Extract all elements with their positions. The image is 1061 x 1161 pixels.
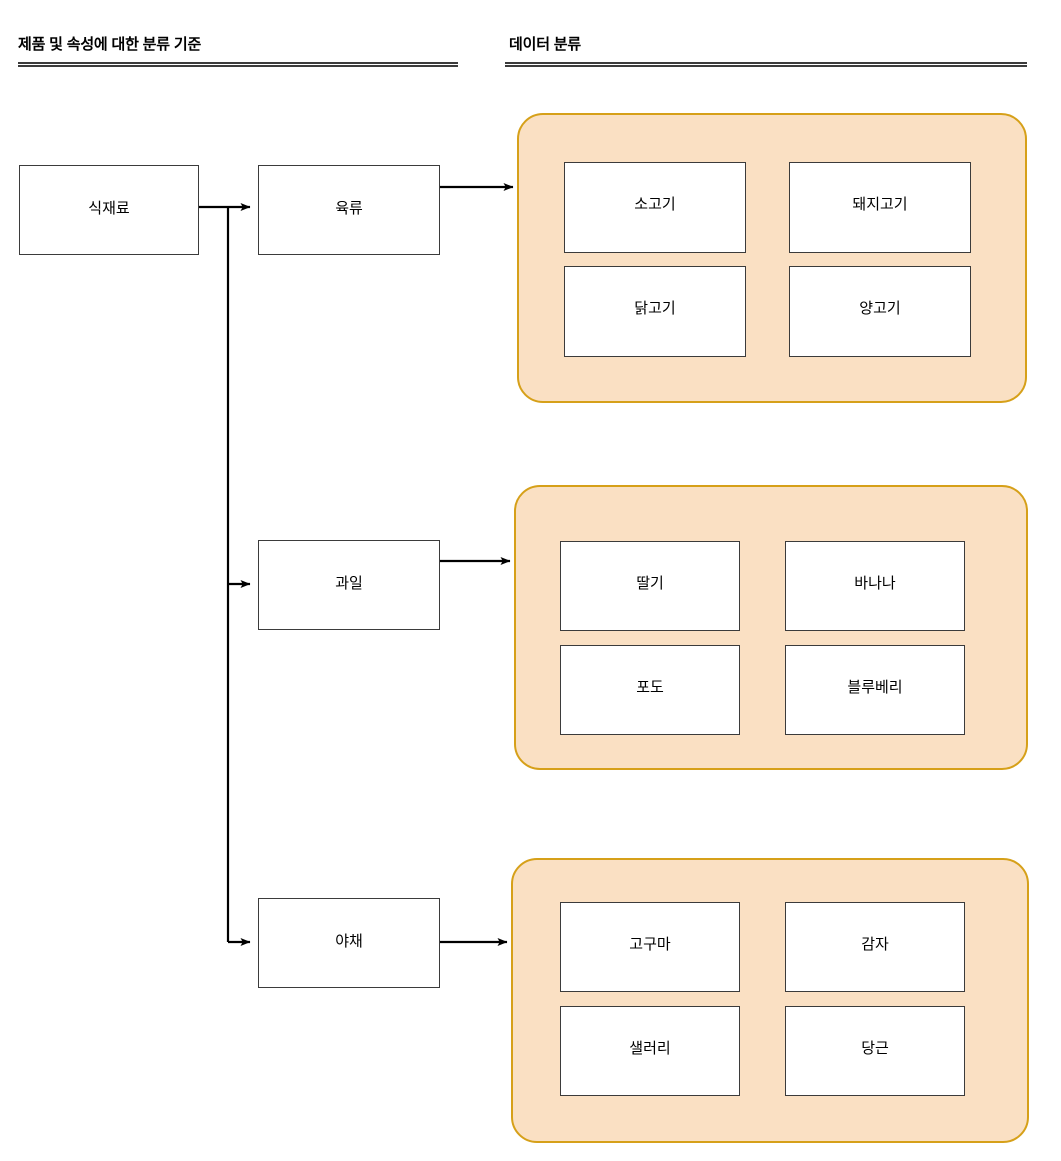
column-header-left-divider — [18, 62, 458, 67]
leaf-beef[interactable]: 소고기 — [564, 162, 746, 253]
leaf-pork-label: 돼지고기 — [852, 196, 908, 213]
column-header-right-divider — [505, 62, 1027, 67]
leaf-carrot[interactable]: 당근 — [785, 1006, 965, 1096]
column-header-data-classification: 데이터 분류 — [509, 36, 581, 53]
leaf-grape-label: 포도 — [636, 678, 664, 696]
leaf-chicken-label: 닭고기 — [634, 300, 676, 317]
node-category-vegetable-label: 야채 — [335, 932, 363, 950]
leaf-lamb-label: 양고기 — [859, 300, 901, 317]
node-category-fruit-label: 과일 — [335, 574, 363, 592]
leaf-celery-label: 샐러리 — [629, 1039, 671, 1057]
leaf-carrot-label: 당근 — [861, 1039, 889, 1057]
group-fruit: 딸기 바나나 포도 블루베리 — [514, 485, 1028, 770]
leaf-grape[interactable]: 포도 — [560, 645, 740, 735]
node-category-fruit[interactable]: 과일 — [258, 540, 440, 630]
leaf-beef-label: 소고기 — [634, 196, 676, 213]
leaf-blueberry-label: 블루베리 — [847, 678, 903, 696]
leaf-banana-label: 바나나 — [854, 574, 896, 592]
leaf-banana[interactable]: 바나나 — [785, 541, 965, 631]
column-header-classification-criteria: 제품 및 속성에 대한 분류 기준 — [18, 36, 202, 53]
node-ingredient[interactable]: 식재료 — [19, 165, 199, 255]
leaf-strawberry-label: 딸기 — [636, 574, 664, 592]
leaf-chicken[interactable]: 닭고기 — [564, 266, 746, 357]
node-ingredient-label: 식재료 — [88, 199, 130, 217]
leaf-sweet-potato-label: 고구마 — [629, 935, 671, 953]
node-category-vegetable[interactable]: 야채 — [258, 898, 440, 988]
node-category-meat[interactable]: 육류 — [258, 165, 440, 255]
leaf-celery[interactable]: 샐러리 — [560, 1006, 740, 1096]
leaf-strawberry[interactable]: 딸기 — [560, 541, 740, 631]
leaf-potato[interactable]: 감자 — [785, 902, 965, 992]
leaf-potato-label: 감자 — [861, 935, 889, 953]
leaf-lamb[interactable]: 양고기 — [789, 266, 971, 357]
node-category-meat-label: 육류 — [335, 199, 363, 217]
group-vegetable: 고구마 감자 샐러리 당근 — [511, 858, 1029, 1143]
leaf-blueberry[interactable]: 블루베리 — [785, 645, 965, 735]
group-meat: 소고기 돼지고기 닭고기 양고기 — [517, 113, 1027, 403]
leaf-sweet-potato[interactable]: 고구마 — [560, 902, 740, 992]
leaf-pork[interactable]: 돼지고기 — [789, 162, 971, 253]
